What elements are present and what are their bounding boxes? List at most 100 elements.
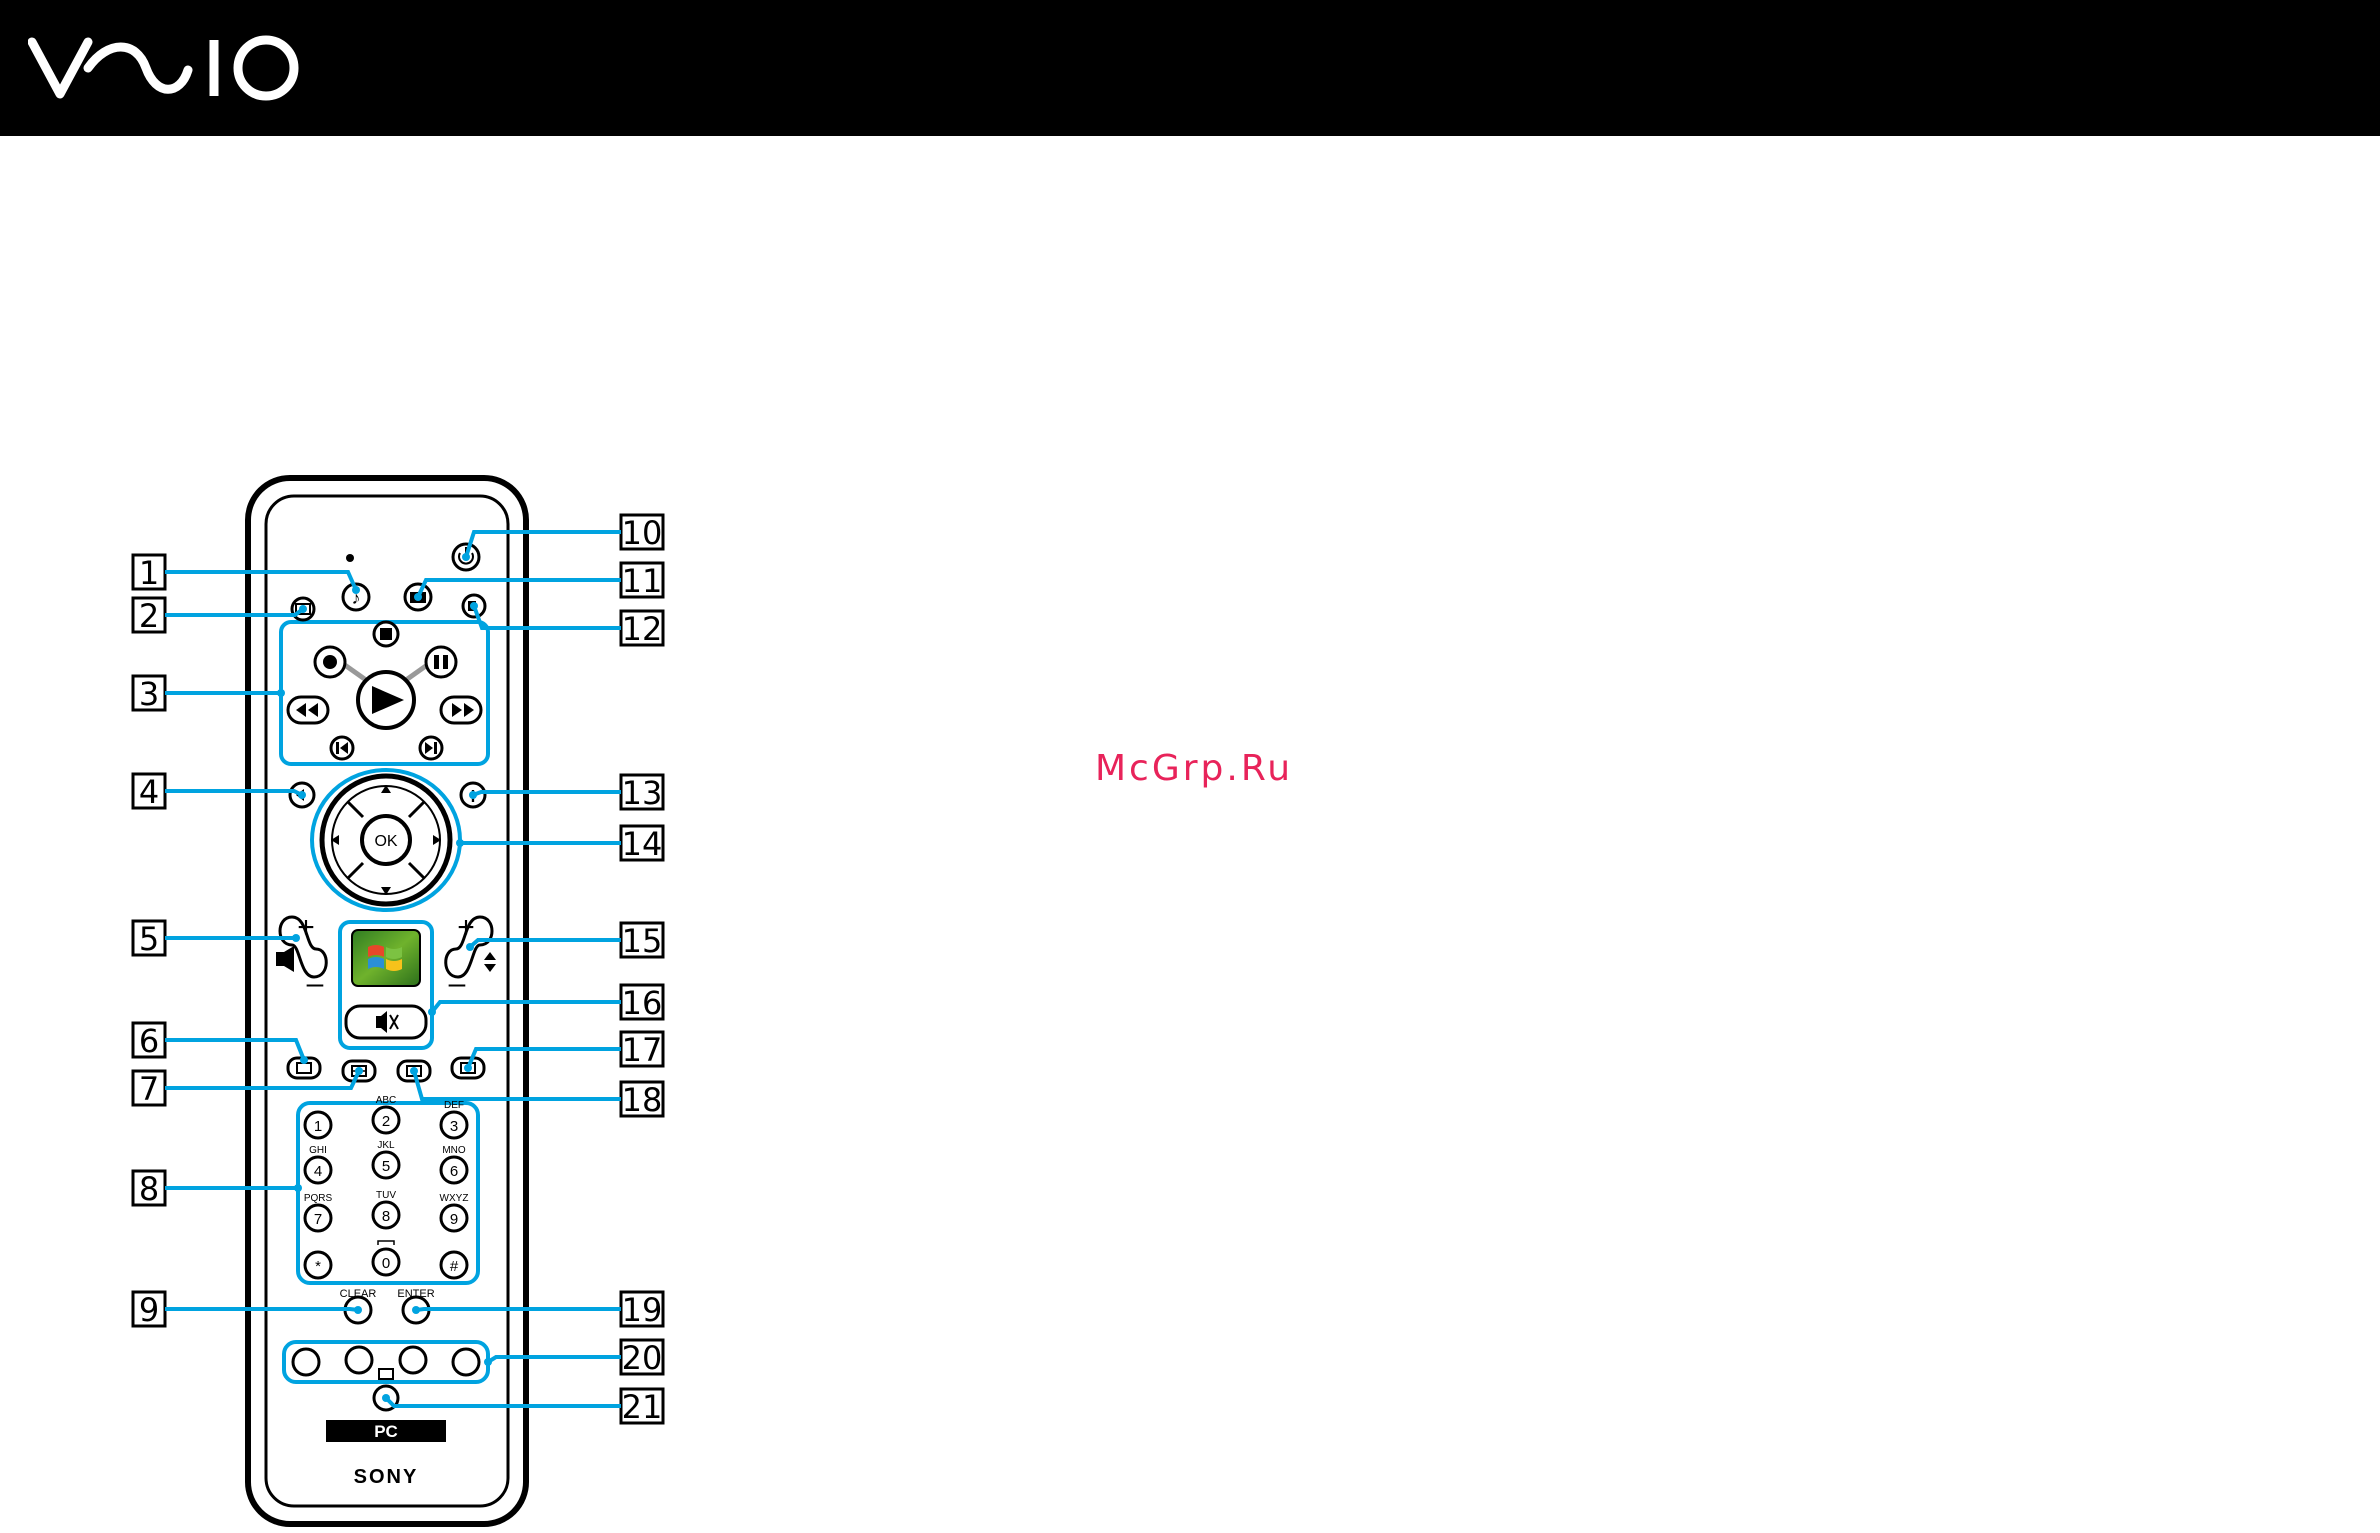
- play-button[interactable]: [358, 672, 414, 728]
- callout-dot: [354, 1306, 362, 1314]
- callout-dot: [456, 839, 464, 847]
- callout-dot: [466, 943, 474, 951]
- key-digit: *: [315, 1258, 321, 1275]
- callout-number: 20: [622, 1339, 663, 1377]
- key-*[interactable]: *: [305, 1252, 331, 1278]
- fast-forward-button[interactable]: [441, 697, 481, 723]
- previous-button[interactable]: [331, 737, 353, 759]
- key-digit: 8: [382, 1208, 390, 1225]
- callout-number: 19: [622, 1291, 663, 1329]
- color-button-4[interactable]: [453, 1349, 479, 1375]
- key-letters: MNO: [442, 1145, 466, 1156]
- callout-number: 11: [622, 562, 663, 600]
- callout-line: [165, 1040, 304, 1060]
- callout-number: 15: [622, 922, 663, 960]
- callout-dot: [382, 1394, 390, 1402]
- volume-rocker[interactable]: + –: [276, 911, 326, 1000]
- color-button-3[interactable]: [400, 1347, 426, 1373]
- callout-8: 8: [133, 1170, 302, 1208]
- color-button-1[interactable]: [293, 1349, 319, 1375]
- callout-dot: [294, 1184, 302, 1192]
- callout-number: 18: [622, 1081, 663, 1119]
- key-0[interactable]: 0: [373, 1249, 399, 1275]
- speaker-icon: [276, 946, 294, 972]
- ok-button[interactable]: OK: [362, 816, 410, 864]
- sony-brand: SONY: [354, 1466, 419, 1488]
- callout-number: 4: [139, 773, 159, 811]
- skip-back-icon: [336, 742, 339, 754]
- teletext-icon: [379, 1369, 393, 1379]
- key-4[interactable]: 4 GHI: [305, 1145, 331, 1183]
- next-button[interactable]: [420, 737, 442, 759]
- key-digit: #: [450, 1258, 459, 1275]
- pause-button[interactable]: [426, 647, 456, 677]
- key-2[interactable]: 2 ABC: [373, 1095, 399, 1133]
- callout-line: [418, 580, 621, 597]
- callout-number: 14: [622, 825, 663, 863]
- volume-up-icon: +: [297, 911, 315, 944]
- callout-dot: [412, 1306, 420, 1314]
- callout-dot: [410, 1067, 418, 1075]
- callout-number: 21: [622, 1388, 663, 1426]
- key-1[interactable]: 1: [305, 1112, 331, 1138]
- callout-dot: [277, 689, 285, 697]
- record-button[interactable]: [315, 647, 345, 677]
- callout-18: 18: [410, 1067, 663, 1119]
- stop-button[interactable]: [374, 622, 398, 646]
- key-digit: 2: [382, 1113, 390, 1130]
- callout-12: 12: [470, 602, 663, 648]
- key-#[interactable]: #: [441, 1252, 467, 1278]
- callout-line: [470, 940, 621, 947]
- key-letters: GHI: [309, 1145, 327, 1156]
- callout-dot: [292, 934, 300, 942]
- key-digit: 4: [314, 1163, 322, 1180]
- mute-button[interactable]: [346, 1006, 426, 1038]
- callout-number: 3: [139, 675, 159, 713]
- channel-down-icon: –: [449, 967, 466, 1000]
- callout-number: 7: [139, 1070, 159, 1108]
- space-icon: [378, 1241, 394, 1245]
- callout-17: 17: [464, 1031, 663, 1072]
- callout-dot: [428, 1008, 436, 1016]
- callout-line: [165, 791, 302, 795]
- channel-arrows-icon: [484, 952, 496, 960]
- callout-dot: [300, 1056, 308, 1064]
- callout-number: 10: [622, 514, 663, 552]
- callout-dot: [469, 791, 477, 799]
- callout-13: 13: [469, 774, 663, 812]
- callout-5: 5: [133, 920, 300, 958]
- callout-number: 8: [139, 1170, 159, 1208]
- callout-line: [386, 1398, 621, 1406]
- callout-line: [165, 1309, 358, 1310]
- color-button-2[interactable]: [346, 1347, 372, 1373]
- callout-19: 19: [412, 1291, 663, 1329]
- callout-dot: [414, 593, 422, 601]
- key-letters: DEF: [444, 1100, 464, 1111]
- key-letters: JKL: [377, 1140, 395, 1151]
- callout-dot: [484, 1358, 492, 1366]
- key-digit: 9: [450, 1211, 458, 1228]
- callout-line: [165, 609, 303, 615]
- rewind-button[interactable]: [288, 697, 328, 723]
- indicator-led: [346, 554, 354, 562]
- key-digit: 1: [314, 1118, 322, 1135]
- pause-icon: [434, 655, 439, 669]
- callout-11: 11: [414, 562, 663, 601]
- key-letters: ABC: [376, 1095, 397, 1106]
- callout-3: 3: [133, 675, 285, 713]
- callout-number: 6: [139, 1022, 159, 1060]
- channel-rocker[interactable]: + –: [446, 911, 496, 1000]
- callout-6: 6: [133, 1022, 308, 1064]
- callout-number: 16: [622, 984, 663, 1022]
- callout-dot: [352, 586, 360, 594]
- callout-line: [416, 1309, 621, 1310]
- start-button[interactable]: [352, 930, 420, 986]
- channel-up-icon: +: [457, 911, 475, 944]
